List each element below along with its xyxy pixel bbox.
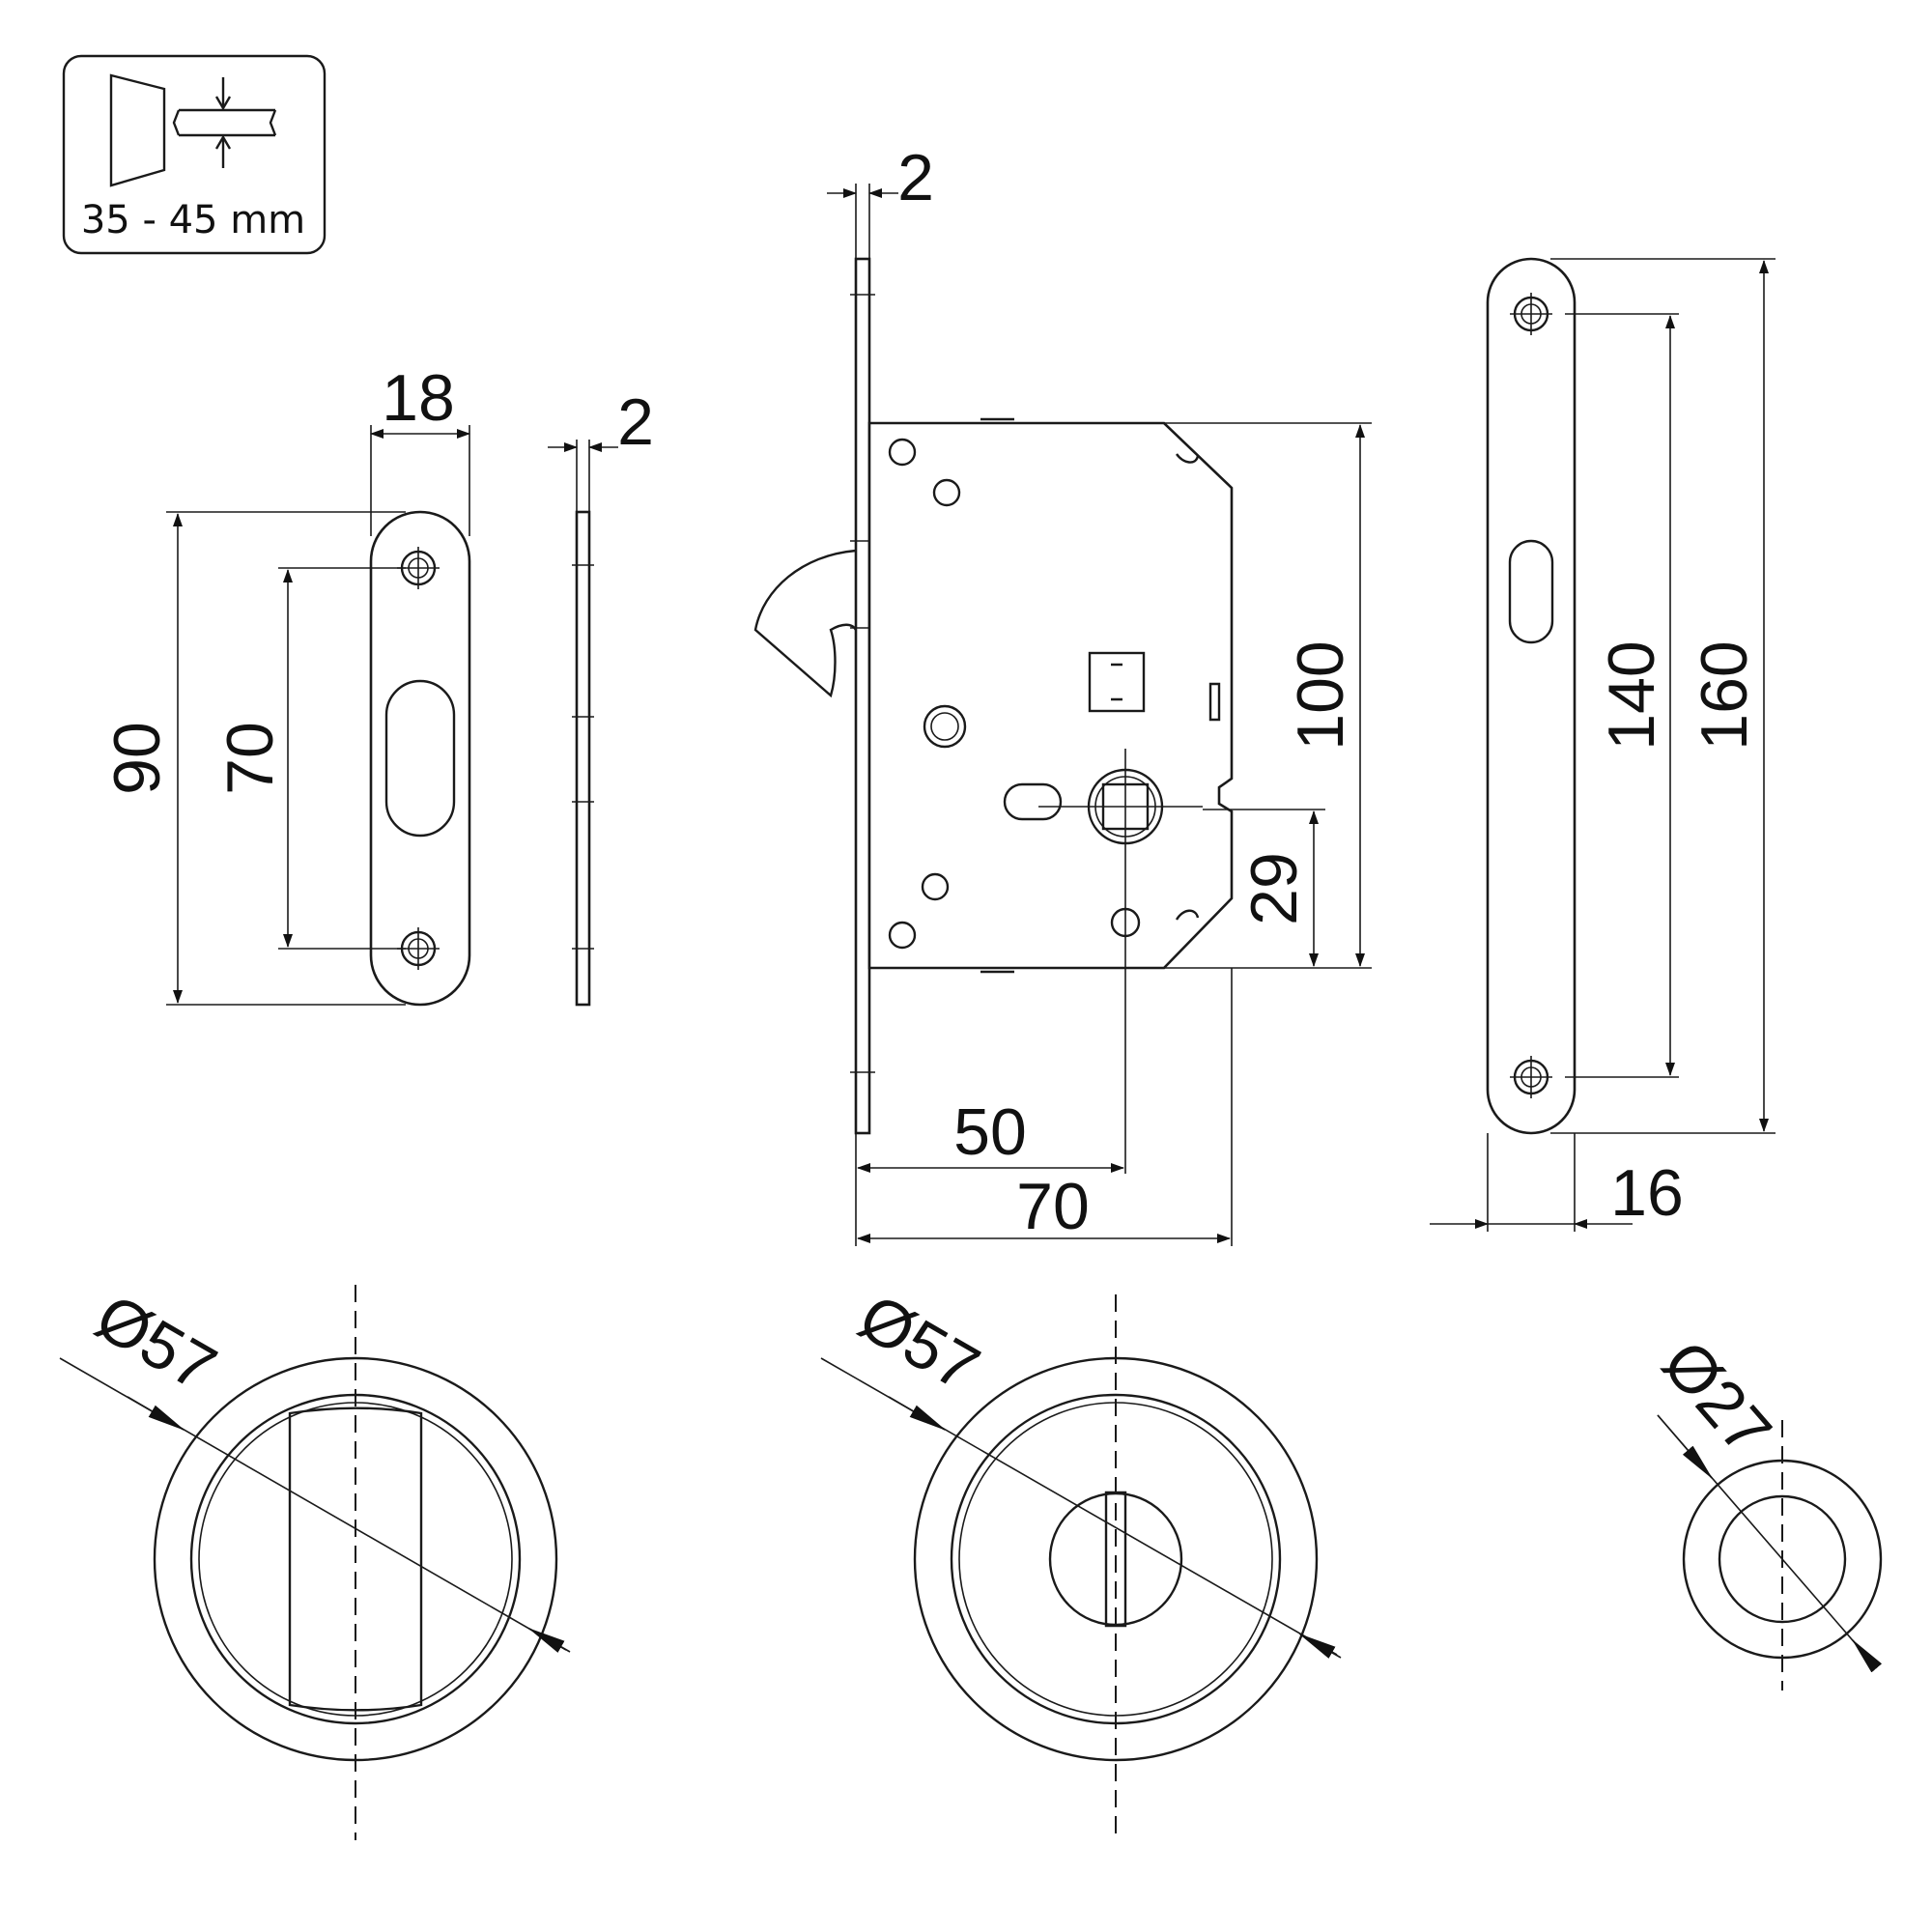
- lock-body-side-view: 2 100: [753, 141, 1372, 1246]
- rose-middle-view: Ø57: [820, 1280, 1342, 1840]
- lock-backset-label: 50: [953, 1095, 1027, 1169]
- lock-body-height-label: 100: [1284, 640, 1357, 750]
- lock-spindle-height-label: 29: [1237, 852, 1311, 925]
- rose-middle-diameter-label: Ø57: [847, 1280, 991, 1406]
- hook-latch: [753, 549, 858, 698]
- rose-left-diameter-label: Ø57: [84, 1280, 228, 1406]
- faceplate-hole-spacing-label: 140: [1595, 640, 1668, 750]
- strike-hole-spacing-label: 70: [213, 722, 287, 795]
- strike-plate-front-view: 18 70 90: [100, 361, 471, 1007]
- strike-width-label: 18: [382, 361, 455, 435]
- spindle-hub: [1038, 749, 1203, 1140]
- faceplate-width-label: 16: [1610, 1156, 1684, 1230]
- rose-small-view: Ø27: [1649, 1326, 1883, 1690]
- rose-left-view: Ø57: [59, 1280, 571, 1840]
- faceplate-screw-bottom-icon: [1510, 1056, 1552, 1098]
- door-leaf-icon: [109, 73, 277, 187]
- door-thickness-label: 35 - 45 mm: [81, 198, 305, 242]
- rose-small-diameter-label: Ø27: [1649, 1326, 1786, 1468]
- strike-plate-side-view: 2: [548, 385, 654, 1007]
- case-holes: [888, 438, 1141, 950]
- lock-face-thickness-label: 2: [897, 141, 934, 214]
- faceplate-screw-top-icon: [1510, 293, 1552, 335]
- strike-thickness-label: 2: [617, 385, 654, 459]
- strike-height-label: 90: [100, 722, 174, 795]
- faceplate-front-view: 140 160 16: [1430, 257, 1776, 1232]
- faceplate-height-label: 160: [1688, 640, 1761, 750]
- lock-body-depth-label: 70: [1016, 1170, 1090, 1243]
- door-thickness-badge: 35 - 45 mm: [62, 54, 327, 255]
